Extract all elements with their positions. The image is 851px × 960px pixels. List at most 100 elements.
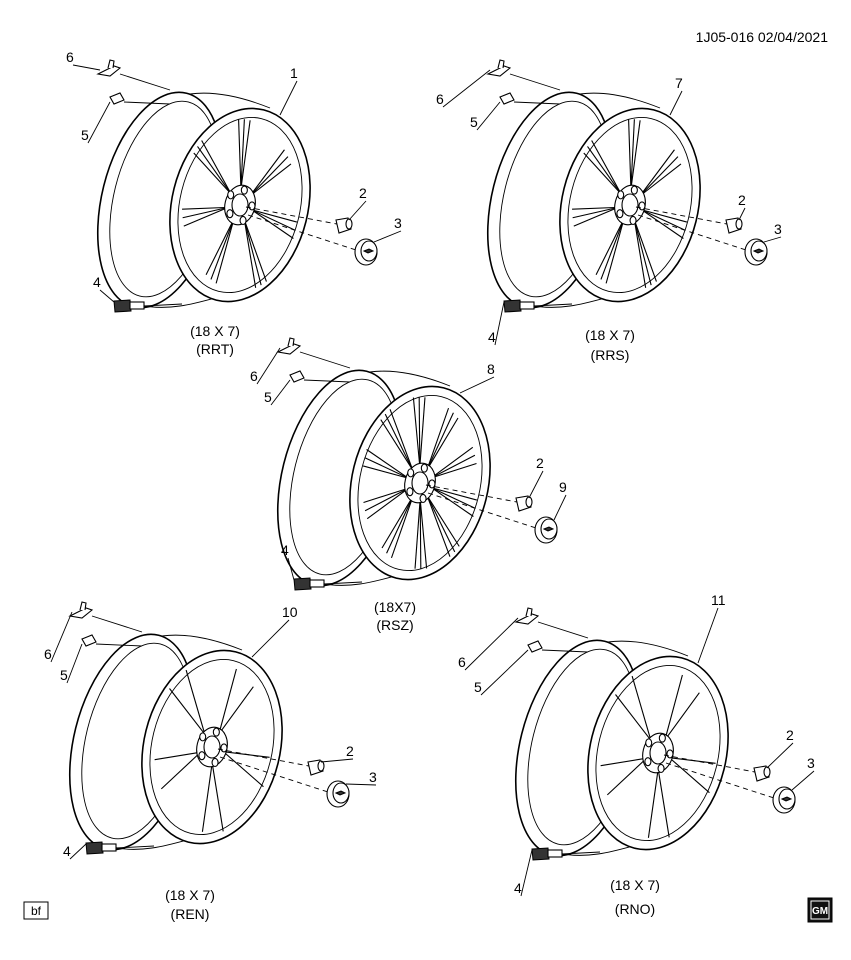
- callout-leader: [442, 69, 491, 108]
- callout-number: 9: [559, 479, 567, 495]
- lug-nut: [753, 765, 771, 782]
- center-cap: [772, 786, 796, 814]
- callout-leader: [480, 649, 529, 696]
- wheel-rpo-code: (RRT): [196, 341, 234, 357]
- clip-weight: [68, 601, 94, 619]
- svg-text:bf: bf: [31, 904, 42, 918]
- center-cap: [326, 780, 350, 808]
- wheel-assembly-ren: [68, 601, 350, 855]
- diagram-reference: 1J05-016 02/04/2021: [696, 29, 829, 45]
- callout-leader: [553, 494, 567, 521]
- callout-leader: [520, 849, 533, 897]
- balance-weight: [289, 370, 305, 383]
- callout-leader: [348, 200, 367, 221]
- wheel-size-label: (18 X 7): [190, 323, 240, 339]
- tpms-valve-stem: [85, 841, 155, 855]
- bf-badge: bf: [23, 901, 49, 920]
- callout-leader: [320, 758, 354, 763]
- wheel-assembly-rrt: [96, 59, 378, 313]
- callout-number: 4: [514, 880, 522, 896]
- callout-leader: [87, 101, 111, 144]
- callout-number: 2: [786, 727, 794, 743]
- callout-number: 3: [807, 755, 815, 771]
- callout-number: 5: [81, 127, 89, 143]
- callout-leader: [464, 617, 519, 671]
- callout-leader: [69, 843, 87, 860]
- svg-text:GM: GM: [812, 906, 828, 917]
- balance-weight: [527, 640, 543, 653]
- lug-nut: [307, 759, 325, 776]
- wheel-size-label: (18 X 7): [610, 877, 660, 893]
- callout-number: 5: [60, 667, 68, 683]
- tpms-valve-stem: [531, 847, 601, 861]
- center-cap: [534, 516, 558, 544]
- lug-nut: [335, 217, 353, 234]
- callout-leader: [697, 607, 719, 664]
- wheel-size-label: (18 X 7): [165, 887, 215, 903]
- callout-number: 2: [536, 455, 544, 471]
- clip-weight: [96, 59, 122, 77]
- callout-leader: [738, 207, 746, 221]
- callout-number: 6: [66, 49, 74, 65]
- callout-leader: [476, 101, 501, 131]
- callout-leader: [270, 379, 291, 406]
- lug-nut: [725, 217, 743, 234]
- callout-leader: [279, 80, 298, 116]
- clip-weight: [514, 607, 540, 625]
- callout-leader: [766, 742, 794, 769]
- callout-number: 2: [346, 743, 354, 759]
- callout-leader: [287, 557, 295, 581]
- callout-leader: [763, 236, 782, 243]
- callout-number: 6: [44, 646, 52, 662]
- callout-number: 5: [470, 114, 478, 130]
- callout-number: 10: [282, 604, 298, 620]
- callout-leader: [66, 643, 83, 684]
- wheel-rpo-code: (RRS): [591, 347, 630, 363]
- wheel-assembly-rsz: [276, 337, 558, 591]
- callout-number: 3: [369, 769, 377, 785]
- gm-logo: GM: [807, 897, 833, 923]
- tpms-valve-stem: [113, 299, 183, 313]
- callout-number: 4: [93, 274, 101, 290]
- callout-leader: [494, 301, 505, 346]
- tpms-valve-stem: [503, 299, 573, 313]
- callout-number: 5: [474, 679, 482, 695]
- wheel-assembly-rno: [514, 607, 796, 861]
- callout-leader: [251, 619, 290, 658]
- balance-weight: [499, 92, 515, 105]
- center-cap: [354, 238, 378, 266]
- callout-number: 6: [458, 654, 466, 670]
- lug-nut: [515, 495, 533, 512]
- callout-leader: [459, 376, 495, 394]
- callout-number: 8: [487, 361, 495, 377]
- callout-leader: [373, 230, 402, 243]
- tpms-valve-stem: [293, 577, 363, 591]
- callout-leader: [99, 289, 115, 303]
- callout-number: 6: [250, 368, 258, 384]
- callout-number: 5: [264, 389, 272, 405]
- wheel-rpo-code: (REN): [171, 906, 210, 922]
- wheel-size-label: (18 X 7): [585, 327, 635, 343]
- wheel-size-label: (18X7): [374, 599, 416, 615]
- callout-number: 4: [281, 542, 289, 558]
- callout-number: 6: [436, 91, 444, 107]
- callout-number: 4: [488, 329, 496, 345]
- callout-leader: [345, 783, 377, 786]
- callout-leader: [528, 470, 544, 499]
- wheel-rpo-code: (RSZ): [376, 617, 413, 633]
- callout-leader: [256, 347, 281, 385]
- balance-weight: [109, 92, 125, 105]
- wheel-assembly-rrs: [486, 59, 768, 313]
- callout-leader: [669, 90, 683, 116]
- wheel-rpo-code: (RNO): [615, 901, 655, 917]
- callout-number: 2: [359, 185, 367, 201]
- clip-weight: [276, 337, 302, 355]
- callout-leader: [50, 611, 73, 663]
- callout-number: 3: [394, 215, 402, 231]
- callout-number: 2: [738, 192, 746, 208]
- callout-number: 1: [290, 65, 298, 81]
- callout-number: 7: [675, 75, 683, 91]
- callout-number: 11: [711, 592, 726, 608]
- center-cap: [744, 238, 768, 266]
